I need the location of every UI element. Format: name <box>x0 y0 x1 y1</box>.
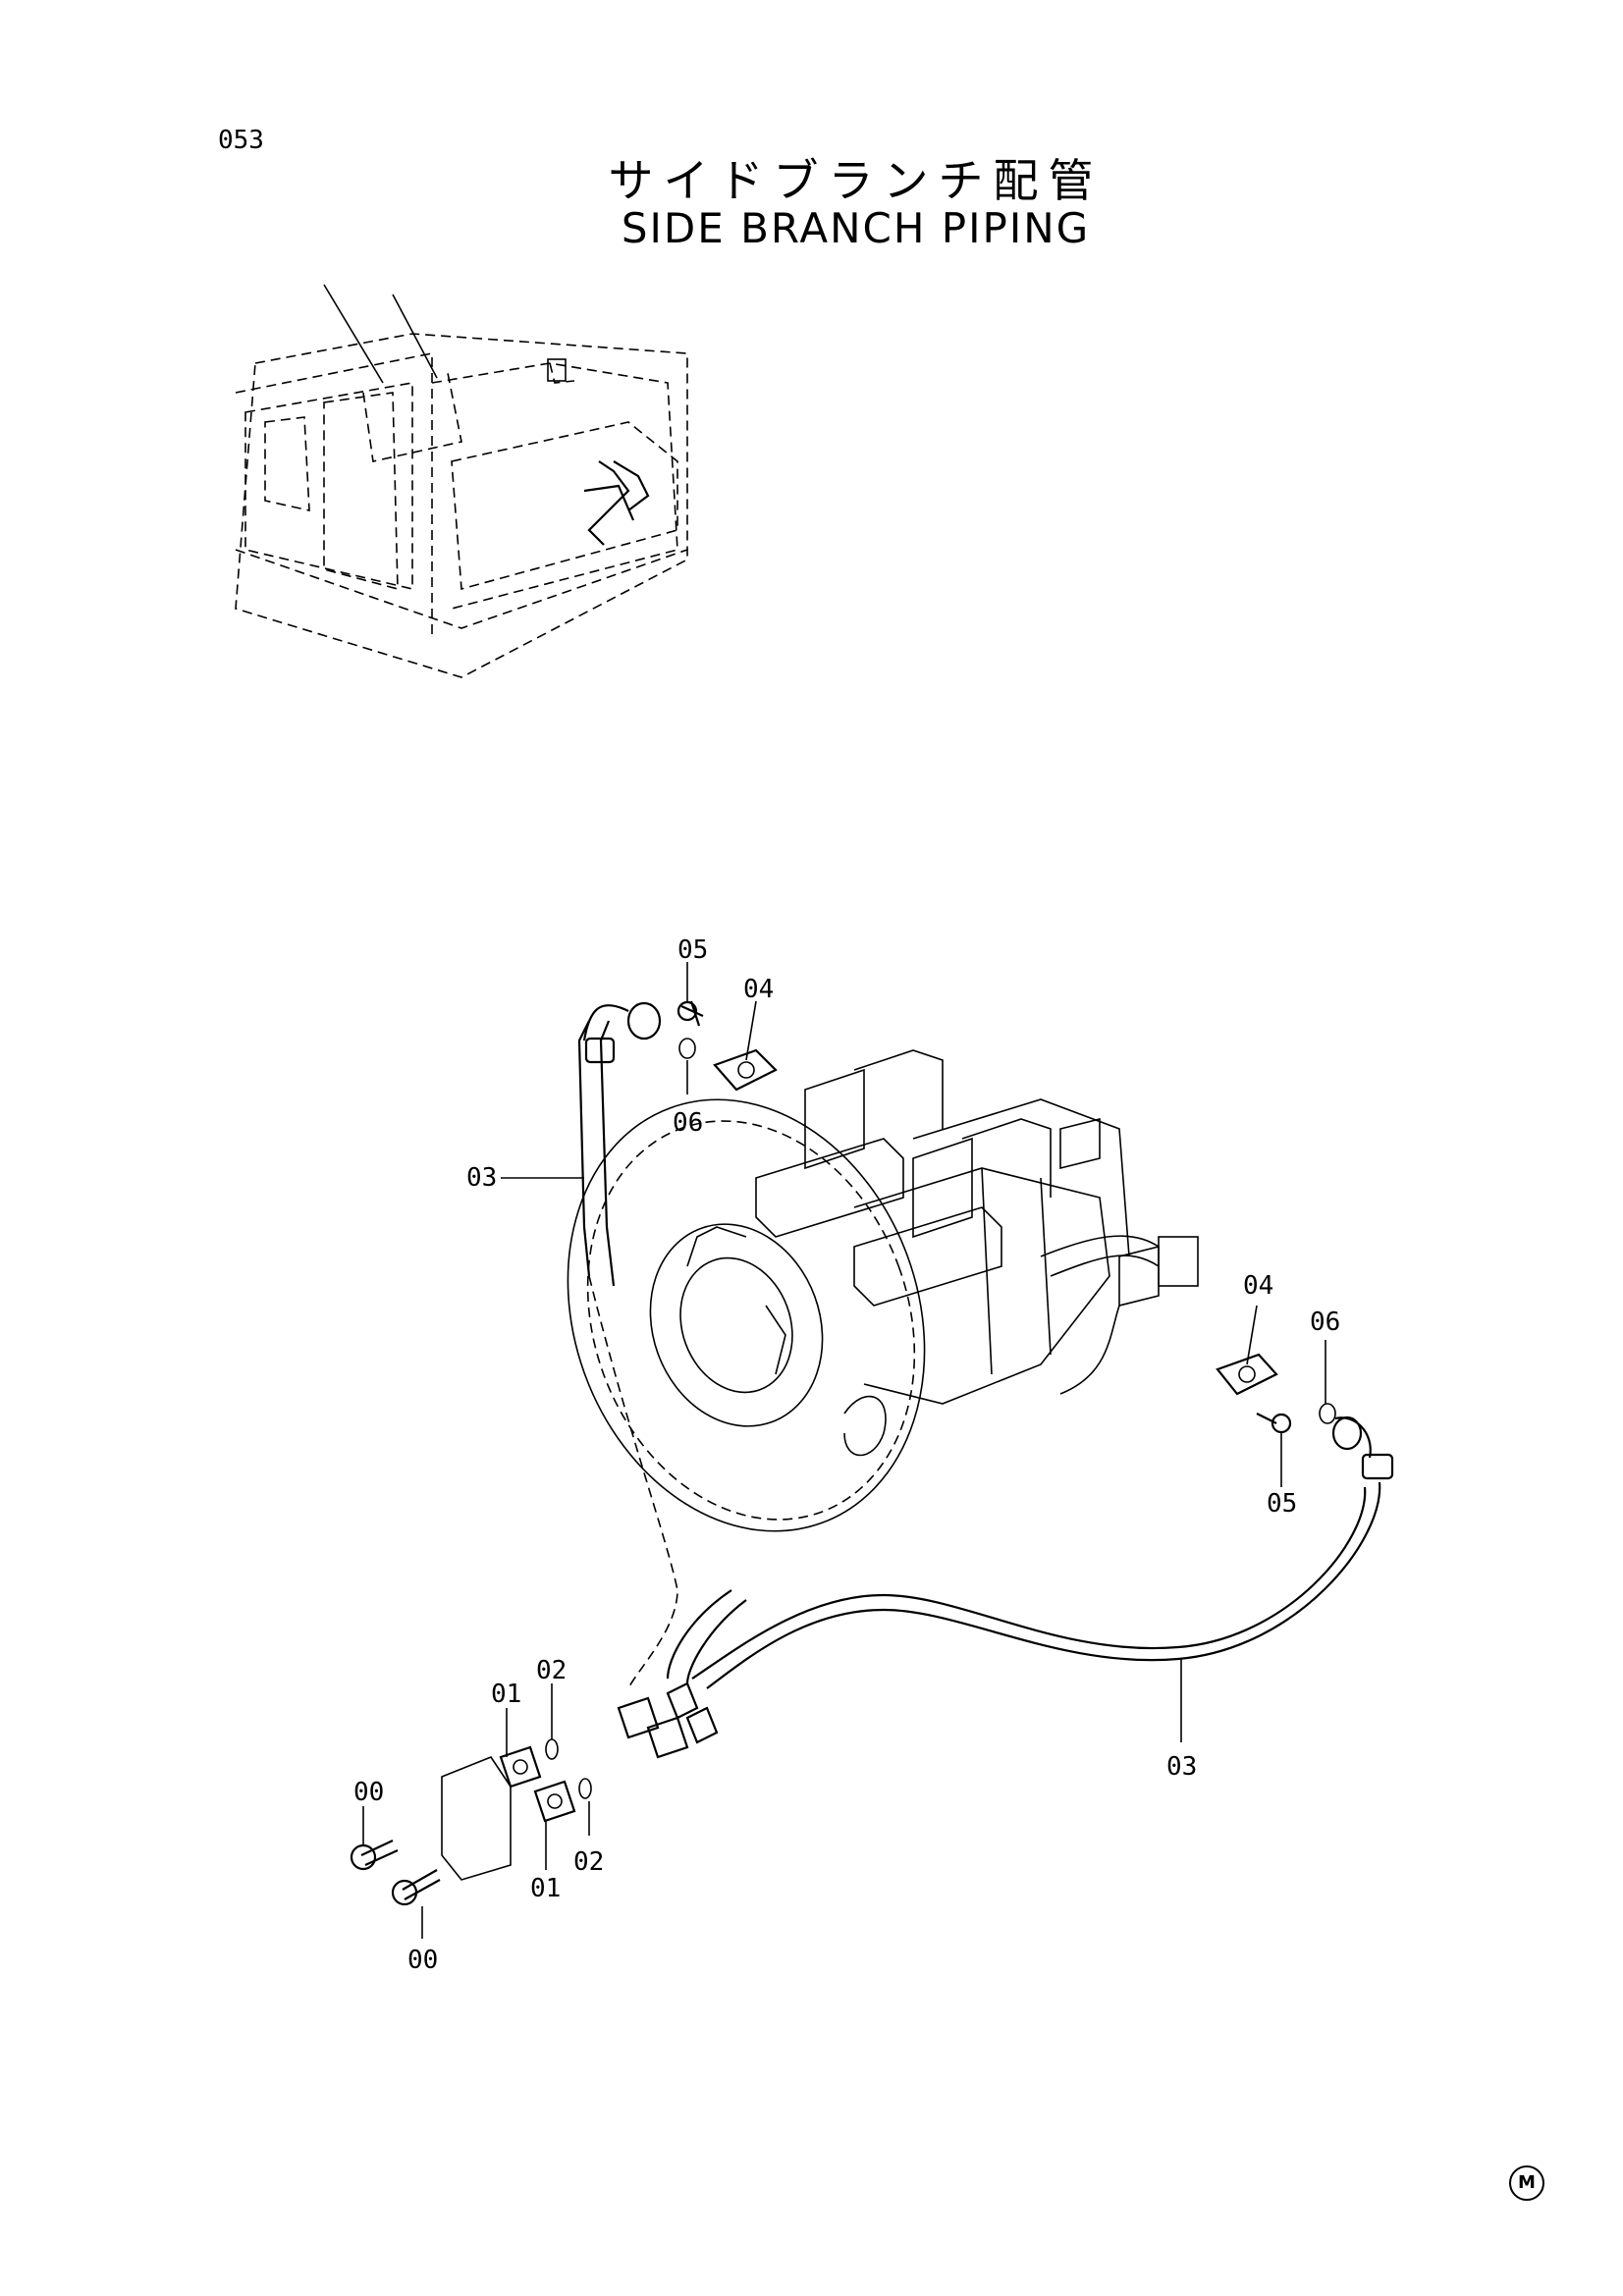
part-labels: 05 04 06 03 04 06 05 03 02 01 00 02 01 0… <box>353 935 1340 1975</box>
part-label-02: 02 <box>573 1847 604 1877</box>
part-label-05: 05 <box>1267 1489 1297 1519</box>
part-label-01: 01 <box>491 1680 521 1709</box>
part-label-00: 00 <box>353 1778 384 1807</box>
part-label-05: 05 <box>677 935 708 965</box>
pump-assembly-drawing <box>567 1049 1199 1532</box>
part-label-01: 01 <box>530 1874 561 1903</box>
part-label-04: 04 <box>743 975 774 1004</box>
part-label-06: 06 <box>1310 1308 1340 1337</box>
page-title-english: SIDE BRANCH PIPING <box>621 204 1091 252</box>
excavator-locator-sketch <box>235 284 688 678</box>
part-label-04: 04 <box>1243 1271 1273 1301</box>
part-label-00: 00 <box>407 1946 438 1975</box>
page-number: 053 <box>218 126 264 155</box>
leader-lines <box>362 962 1326 1939</box>
part-label-03: 03 <box>466 1163 497 1193</box>
fittings <box>350 1000 1363 1906</box>
footer-circled-m-mark: M <box>1509 2165 1544 2201</box>
part-label-02: 02 <box>536 1656 567 1685</box>
page-title-japanese: サイドブランチ配管 <box>608 154 1104 207</box>
hose-assembly <box>577 1004 1394 1689</box>
part-label-06: 06 <box>673 1108 703 1138</box>
part-label-03: 03 <box>1166 1752 1197 1782</box>
